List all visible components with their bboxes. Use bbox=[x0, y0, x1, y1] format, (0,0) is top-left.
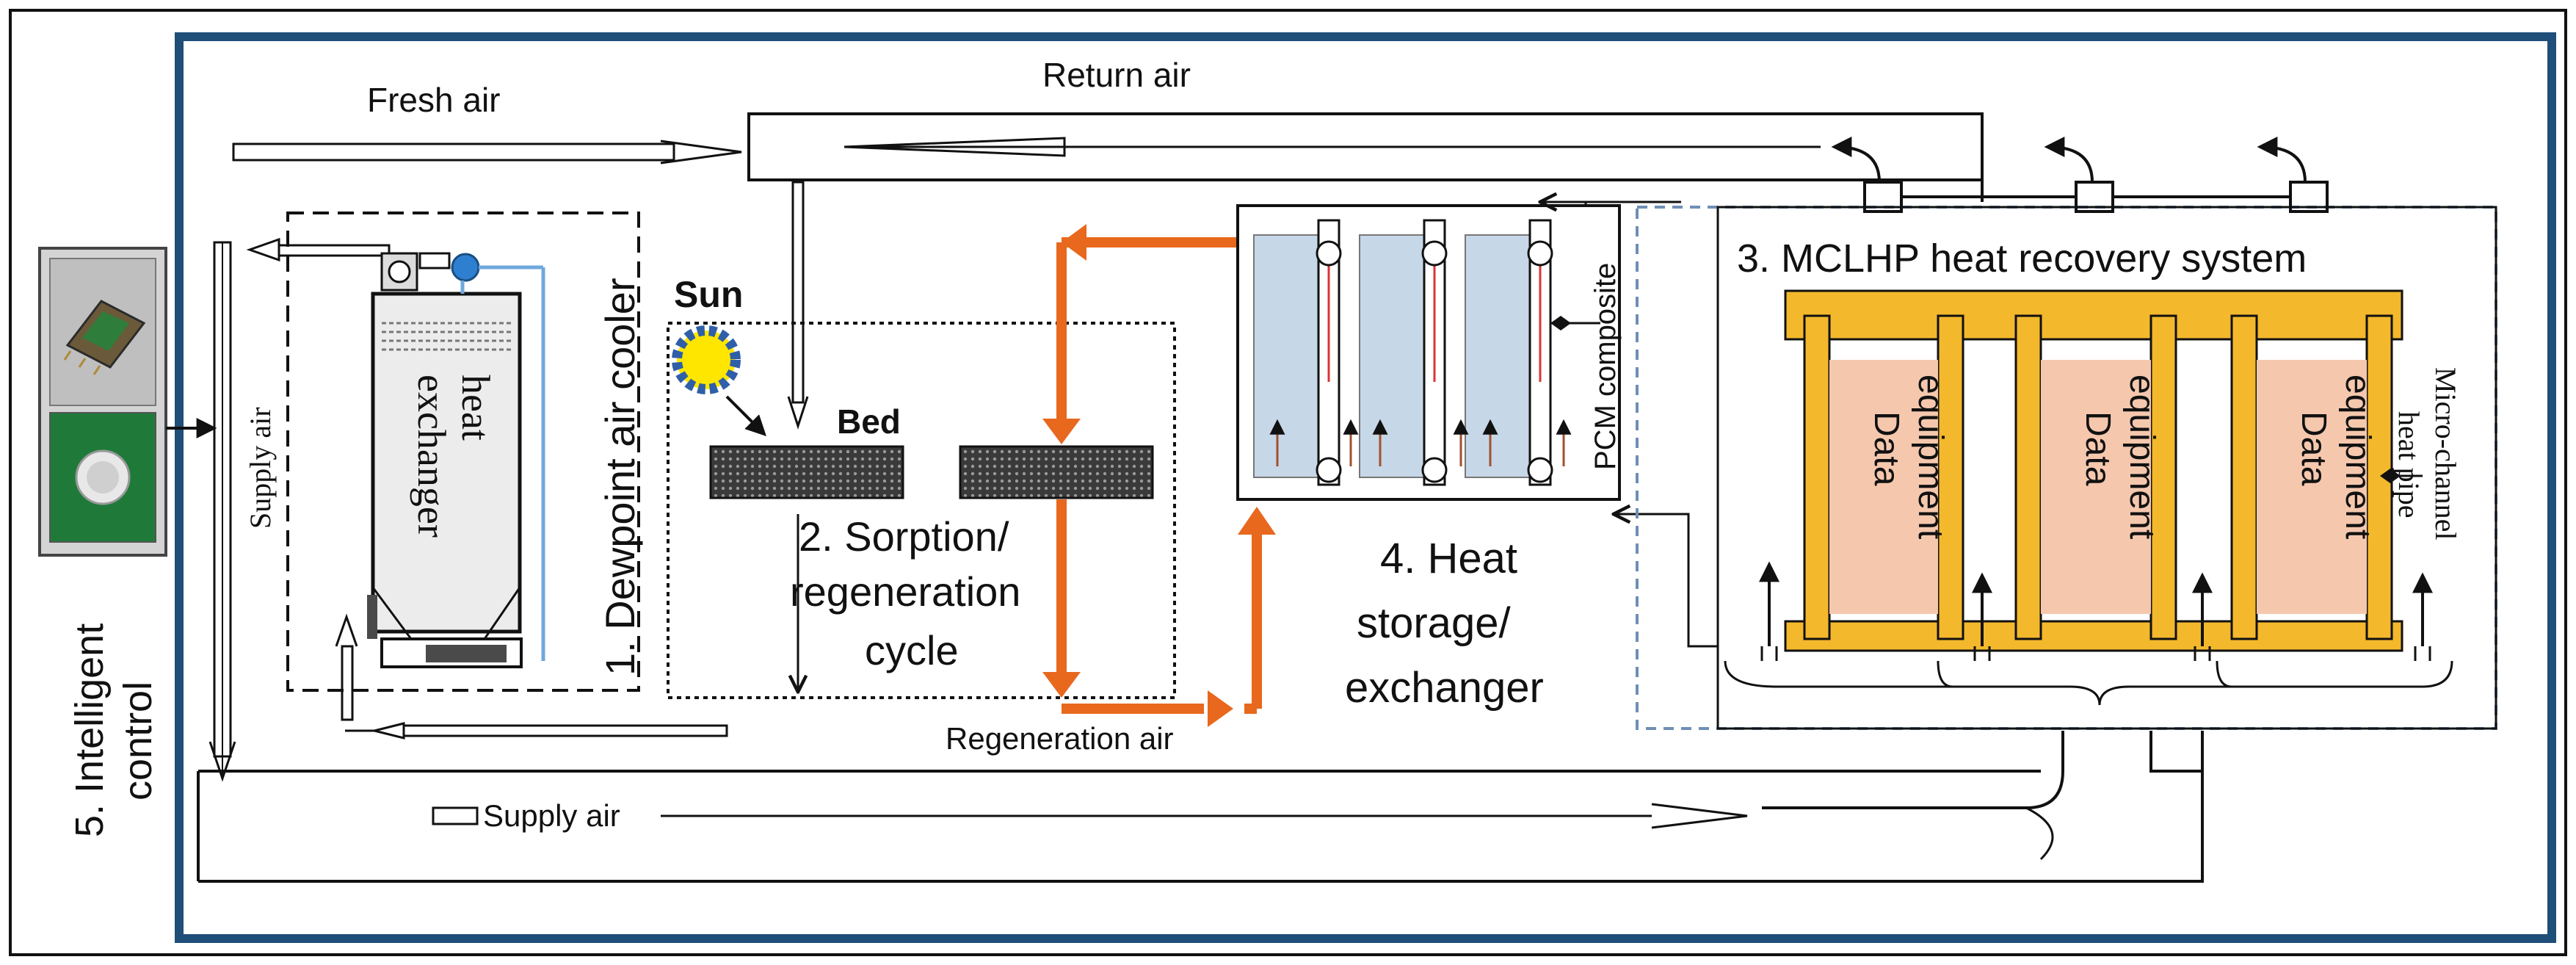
sun-arrow bbox=[725, 395, 766, 436]
intelligent-control-label: 5. Intelligent control bbox=[68, 624, 160, 837]
outer-frame bbox=[9, 9, 2567, 956]
equipment-label-1: equipment bbox=[1911, 375, 1950, 539]
dewpoint-unit bbox=[367, 292, 523, 668]
bed-label: Bed bbox=[837, 402, 901, 441]
supply-manifold bbox=[1724, 646, 2453, 706]
fan-icon bbox=[380, 252, 545, 661]
bottom-left-flows bbox=[335, 613, 728, 740]
supply-air-bottom-label: Supply air bbox=[483, 798, 620, 833]
heat-label: heat bbox=[454, 375, 498, 441]
fresh-air-duct bbox=[232, 140, 742, 165]
heat-storage-line3: exchanger bbox=[1345, 664, 1544, 712]
heat-storage-line2: storage/ bbox=[1357, 599, 1511, 647]
data-equipment-rack-3 bbox=[2257, 360, 2367, 614]
system-frame bbox=[175, 32, 2556, 943]
fresh-air-label: Fresh air bbox=[367, 81, 500, 119]
mclhp-title: 3. MCLHP heat recovery system bbox=[1737, 236, 2307, 281]
top-left-flow bbox=[246, 237, 391, 262]
regeneration-air-path bbox=[1056, 237, 1262, 714]
return-air-label: Return air bbox=[1042, 56, 1191, 94]
sorption-bed-left bbox=[709, 445, 904, 499]
sorption-line1: 2. Sorption/ bbox=[799, 513, 1009, 560]
dewpoint-cooler-label: 1. Dewpoint air cooler bbox=[597, 278, 643, 676]
heat-pipe-pointer-diamond bbox=[2380, 469, 2401, 483]
hx-connectors bbox=[1542, 202, 1718, 648]
data-label-3: Data bbox=[2294, 411, 2333, 486]
svg-text:5. Intelligent: 5. Intelligent bbox=[68, 624, 112, 837]
micro-channel-heat-pipes bbox=[1784, 289, 2403, 652]
sensor-icon bbox=[75, 449, 131, 505]
bottom-supply-duct bbox=[197, 731, 2204, 883]
sorption-bed-right bbox=[959, 445, 1154, 499]
micro-channel-label-1: Micro-channel bbox=[2429, 367, 2462, 540]
data-equipment-rack-2 bbox=[2041, 360, 2151, 614]
sorption-line2: regeneration bbox=[790, 568, 1020, 615]
svg-text:control: control bbox=[116, 682, 160, 800]
equipment-label-3: equipment bbox=[2338, 375, 2377, 539]
equipment-label-2: equipment bbox=[2122, 375, 2161, 539]
sun-icon bbox=[672, 325, 741, 394]
mclhp-box bbox=[1716, 206, 2497, 730]
dewpoint-cooler-box bbox=[286, 212, 640, 692]
regeneration-arrowheads bbox=[1042, 224, 1276, 727]
data-label-2: Data bbox=[2078, 411, 2117, 486]
data-label-1: Data bbox=[1867, 411, 1906, 486]
rack-airflow-arrows bbox=[1759, 561, 2433, 646]
supply-air-vertical bbox=[208, 241, 236, 782]
return-air-hooks bbox=[1831, 137, 2329, 213]
exchanger-label: exchanger bbox=[410, 375, 454, 538]
pcm-columns bbox=[1253, 219, 1572, 486]
micro-channel-label-2: heat pipe bbox=[2392, 411, 2426, 518]
pcm-composite-label: PCM composite bbox=[1589, 263, 1622, 470]
sorption-line3: cycle bbox=[865, 627, 959, 673]
downward-air-path bbox=[787, 181, 809, 690]
regeneration-air-label: Regeneration air bbox=[946, 721, 1174, 756]
heat-storage-line1: 4. Heat bbox=[1380, 535, 1517, 582]
pcm-pointer-diamond bbox=[1550, 316, 1571, 330]
supply-air-left-label: Supply air bbox=[244, 407, 277, 529]
return-air-duct bbox=[747, 112, 1984, 202]
sun-label: Sun bbox=[674, 274, 743, 315]
chip-icon bbox=[63, 300, 146, 375]
data-equipment-rack-1 bbox=[1829, 360, 1938, 614]
intelligent-control-panel bbox=[38, 247, 167, 557]
